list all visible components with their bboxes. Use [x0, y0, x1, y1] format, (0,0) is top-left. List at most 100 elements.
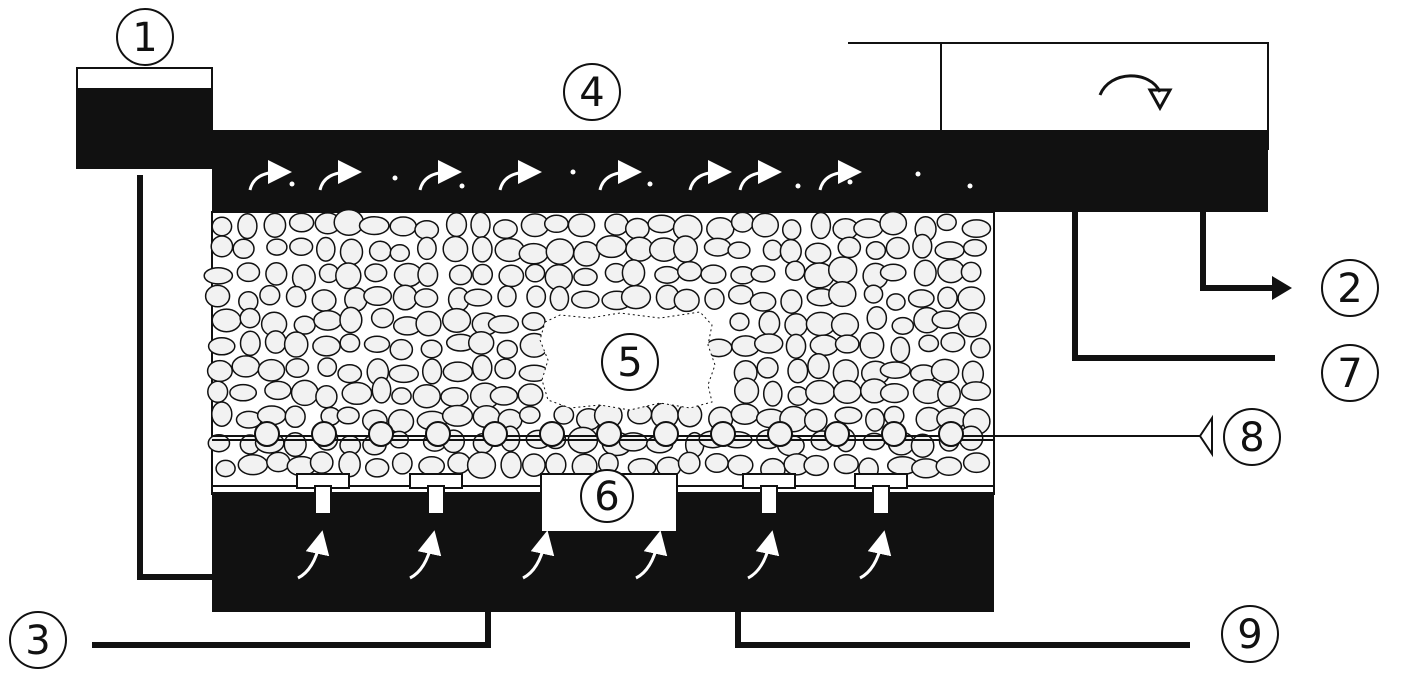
bubble-dot [392, 175, 398, 181]
aeration-diffuser [482, 421, 508, 447]
gravel-stone [210, 235, 234, 258]
gravel-stone [543, 214, 569, 234]
gravel-stone [337, 364, 363, 384]
gravel-stone [315, 384, 338, 409]
gravel-stone [834, 406, 863, 425]
gravel-stone [229, 383, 258, 402]
rotation-arrowhead-icon [1147, 88, 1173, 112]
label-4: 4 [563, 63, 621, 121]
label-8-text: 8 [1239, 415, 1264, 461]
top-flow-arrows [248, 160, 973, 191]
gravel-stone [879, 382, 909, 404]
gravel-stone [830, 312, 860, 338]
gravel-stone [729, 312, 750, 332]
bubble-dot [289, 181, 295, 187]
gravel-stone [805, 379, 836, 405]
gravel-stone [573, 267, 598, 287]
gravel-stone [865, 407, 885, 432]
pipe-9 [735, 612, 1190, 648]
channel-flow-arrow-icon [598, 160, 642, 191]
water-distributors [296, 473, 908, 515]
gravel-stone [204, 284, 231, 308]
label-9: 9 [1221, 605, 1279, 663]
gravel-stone [289, 237, 314, 256]
gravel-stone [416, 236, 437, 261]
gravel-stone [421, 358, 443, 385]
gravel-stone [781, 219, 802, 241]
gravel-stone [207, 433, 231, 453]
gravel-stone [879, 210, 908, 236]
gravel-stone [472, 263, 494, 286]
gravel-stone [442, 235, 469, 263]
gravel-stone [727, 241, 751, 260]
gravel-stone [392, 284, 418, 311]
gravel-stone [290, 379, 319, 407]
gravel-stone [733, 377, 760, 405]
gravel-stone [810, 211, 832, 240]
gravel-stone [413, 288, 439, 308]
gravel-stone [827, 256, 858, 284]
bubble-dot [795, 183, 801, 189]
gravel-stone [391, 452, 413, 475]
gravel-stone [211, 216, 233, 237]
gravel-stone [420, 339, 443, 359]
gravel-stone [567, 213, 596, 238]
label-9-text: 9 [1237, 612, 1262, 658]
gravel-stone [391, 387, 412, 405]
aeration-diffuser [881, 421, 907, 447]
distributor-tee [854, 473, 908, 515]
gravel-stone [371, 376, 392, 404]
gravel-stone [833, 453, 859, 475]
gravel-stone [787, 386, 809, 406]
channel-flow-arrow-icon [688, 160, 732, 191]
gravel-stone [445, 211, 468, 238]
label-3: 3 [9, 611, 67, 669]
gravel-stone [492, 219, 518, 240]
gravel-stone [910, 433, 935, 458]
gravel-stone [335, 262, 362, 290]
gravel-stone [283, 331, 309, 358]
aeration-diffuser [368, 421, 394, 447]
aeration-diffuser [824, 421, 850, 447]
gravel-stone [677, 451, 701, 475]
label-1: 1 [116, 8, 174, 66]
label-5-text: 5 [617, 340, 642, 386]
aeration-diffuser [311, 421, 337, 447]
aeration-diffuser [653, 421, 679, 447]
gravel-stone [363, 335, 391, 353]
gravel-stone [441, 404, 474, 427]
gravel-stone [315, 236, 336, 262]
gravel-stone [730, 211, 755, 233]
gravel-stone [937, 258, 965, 284]
gravel-stone [358, 215, 390, 236]
up-flow-arrow-icon [747, 530, 780, 580]
gravel-stone [211, 308, 242, 333]
gravel-stone [333, 208, 365, 236]
distributor-tee [296, 473, 350, 515]
outlet-pipe-7 [1072, 212, 1275, 361]
gravel-stone [259, 284, 281, 306]
gravel-stone [863, 284, 884, 304]
gravel-stone [312, 335, 341, 357]
gravel-stone [266, 238, 288, 256]
gravel-stone [263, 212, 287, 238]
gravel-stone [283, 432, 307, 458]
gravel-stone [339, 306, 363, 334]
up-flow-arrow-icon [409, 530, 442, 580]
gravel-stone [957, 312, 987, 338]
gravel-stone [912, 233, 933, 259]
gravel-stone [415, 310, 442, 337]
gravel-stone [549, 285, 570, 312]
gravel-stone [931, 310, 961, 330]
gravel-stone [370, 307, 395, 329]
settling-tank-liquid [1150, 148, 1268, 212]
gravel-stone [803, 408, 828, 433]
gravel-stone [440, 386, 469, 408]
gravel-stone [749, 291, 777, 312]
gravel-stone [784, 312, 808, 338]
gravel-stone [211, 401, 233, 427]
gravel-stone [341, 381, 373, 406]
distributor-tee [409, 473, 463, 515]
gravel-stone [545, 452, 567, 477]
label-4-text: 4 [579, 70, 604, 116]
